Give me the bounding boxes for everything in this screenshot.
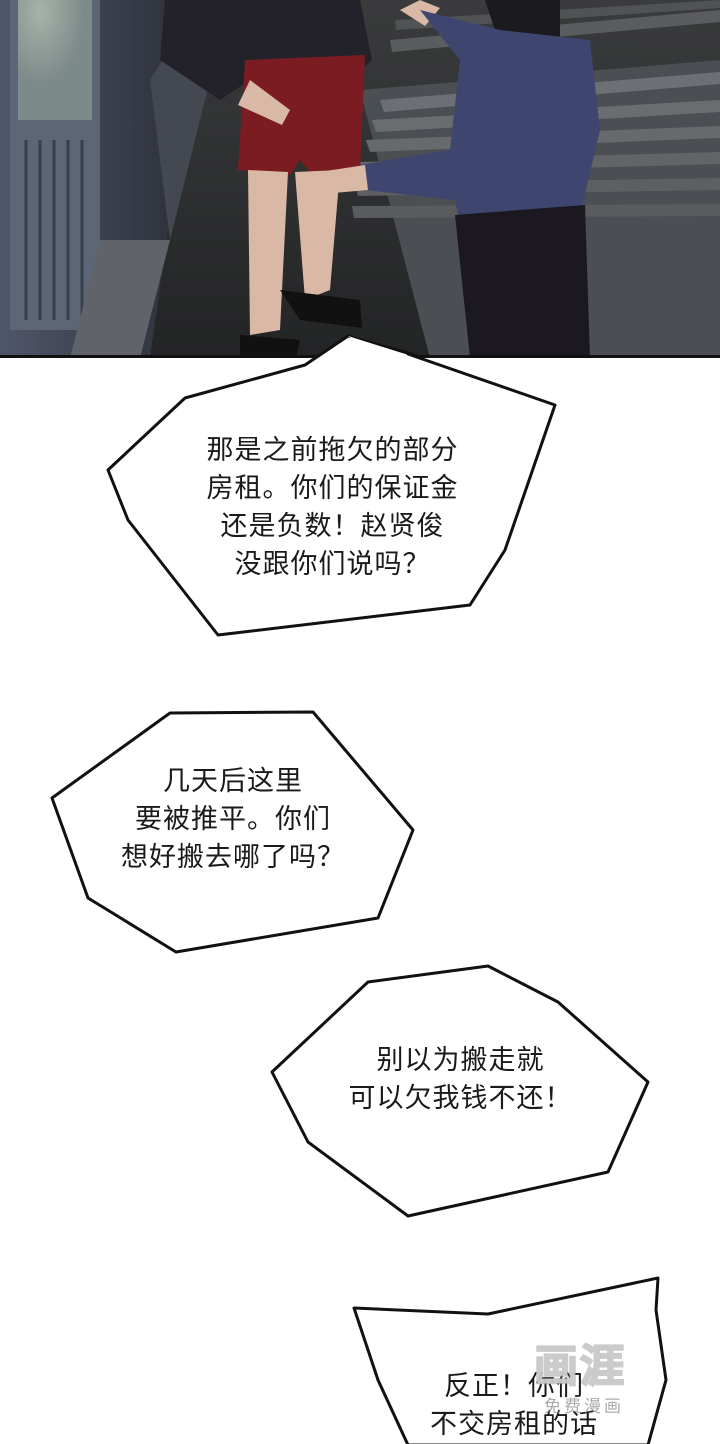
comic-panel-night-alley	[0, 0, 720, 358]
watermark-logo: 画涯 免费漫画	[533, 1330, 662, 1420]
building-wall	[0, 0, 230, 358]
text-line: 别以为搬走就	[376, 1045, 545, 1076]
text-line: 反正！你们	[444, 1371, 584, 1402]
speech-bubble-text: 那是之前拖欠的部分 房租。你们的保证金 还是负数！赵贤俊 没跟你们说吗？	[100, 432, 565, 584]
speech-bubble-outline	[106, 334, 557, 637]
speech-bubble-4: 反正！你们 不交房租的话	[348, 1270, 720, 1444]
scene-illustration	[0, 0, 720, 358]
watermark-subtitle: 免费漫画	[544, 1397, 624, 1417]
text-line: 没跟你们说吗？	[234, 549, 431, 580]
speech-bubble-3: 别以为搬走就 可以欠我钱不还！	[268, 962, 653, 1220]
text-line: 房租。你们的保证金	[206, 473, 459, 504]
speech-bubble-2: 几天后这里 要被推平。你们 想好搬去哪了吗？	[48, 708, 418, 956]
text-line: 不交房租的话	[430, 1409, 598, 1440]
speech-bubble-text: 别以为搬走就 可以欠我钱不还！	[268, 1042, 653, 1118]
text-line: 几天后这里	[163, 766, 303, 797]
text-line: 还是负数！赵贤俊	[220, 511, 445, 542]
text-line: 想好搬去哪了吗？	[121, 842, 345, 873]
figure-tenant	[300, 0, 600, 358]
speech-bubble-text: 反正！你们 不交房租的话	[348, 1368, 680, 1444]
speech-bubble-1: 那是之前拖欠的部分 房租。你们的保证金 还是负数！赵贤俊 没跟你们说吗？	[100, 330, 565, 640]
text-line: 要被推平。你们	[135, 804, 331, 835]
speech-bubble-outline	[50, 710, 415, 954]
text-line: 可以欠我钱不还！	[348, 1083, 573, 1114]
speech-bubble-text: 几天后这里 要被推平。你们 想好搬去哪了吗？	[48, 763, 418, 877]
speech-bubble-outline	[352, 1276, 668, 1444]
speech-bubble-outline	[270, 964, 650, 1218]
watermark-title: 画涯	[533, 1340, 626, 1393]
text-line: 那是之前拖欠的部分	[206, 435, 459, 466]
